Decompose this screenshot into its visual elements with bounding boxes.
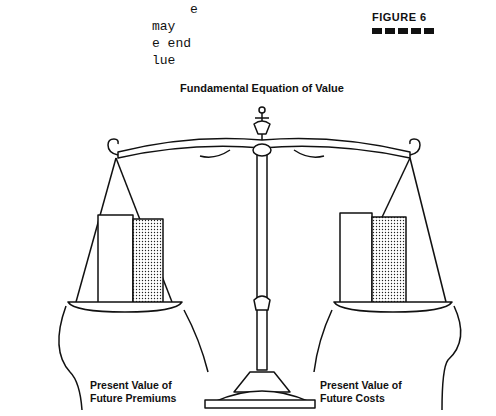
value-label-box: Present Value of Future Premiums xyxy=(86,376,204,410)
scale-beam xyxy=(108,139,420,159)
scale-finial xyxy=(254,107,270,140)
left-pan xyxy=(68,158,182,312)
figure-number: FIGURE 6 xyxy=(372,11,427,23)
figure-bar xyxy=(372,28,434,34)
value-label: Present Value of Future Costs xyxy=(320,379,434,405)
right-pan xyxy=(334,158,452,312)
text-fragment: may xyxy=(152,19,175,34)
text-fragment: e end xyxy=(152,36,191,51)
text-fragment: lue xyxy=(152,53,175,68)
value-label-box: Present Value of Future Costs xyxy=(316,376,438,410)
value-label: Present Value of Future Premiums xyxy=(90,379,200,405)
text-fragment: e xyxy=(190,2,198,17)
figure-title: Fundamental Equation of Value xyxy=(180,82,344,94)
scale-post xyxy=(205,144,315,408)
bracket-curve xyxy=(59,306,461,410)
